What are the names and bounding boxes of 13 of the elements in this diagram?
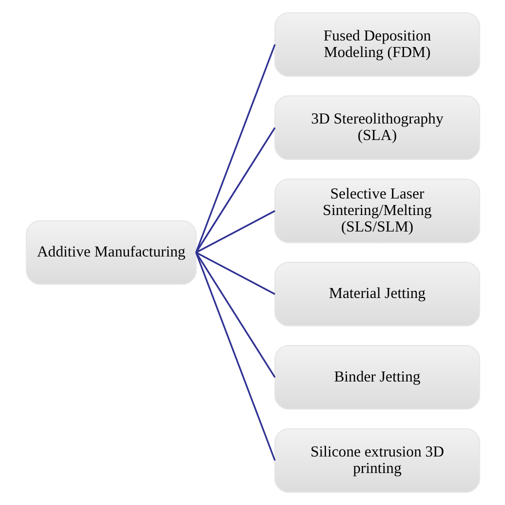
connector	[194, 127, 276, 253]
connector	[194, 252, 276, 461]
connector	[194, 44, 276, 253]
node-box: Fused Deposition Modeling (FDM)	[274, 12, 480, 77]
node-box: Binder Jetting	[274, 345, 480, 410]
node-box: Additive Manufacturing	[25, 220, 196, 285]
node-box: 3D Stereolithography (SLA)	[274, 95, 480, 160]
connector	[195, 210, 275, 254]
node-box: Selective Laser Sintering/Melting (SLS/SLM)	[274, 178, 480, 244]
node-box: Material Jetting	[274, 262, 480, 326]
connector	[195, 252, 275, 295]
node-box: Silicone extrusion 3D printing	[274, 428, 480, 493]
connector	[194, 252, 276, 378]
